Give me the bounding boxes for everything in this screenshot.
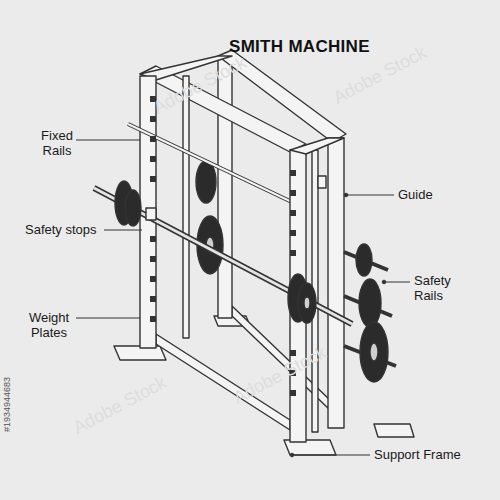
safety-notch (290, 190, 296, 196)
safety-notch (150, 296, 156, 302)
safety-notch (150, 316, 156, 322)
frame-post (328, 138, 344, 428)
plate-hub (304, 297, 310, 309)
leader-dot (344, 193, 348, 197)
watermark: Adobe Stock (330, 42, 430, 108)
weight-plate (359, 279, 381, 327)
leader-line (346, 195, 394, 196)
barbell (94, 188, 352, 324)
weight-plate (360, 322, 388, 382)
part-label: Weight Plates (22, 310, 76, 340)
part-label: Guide (398, 187, 433, 202)
safety-notch (290, 370, 296, 376)
leader-line (292, 455, 370, 456)
safety-notch (150, 236, 156, 242)
barbell (94, 188, 352, 324)
part-label: Support Frame (374, 447, 461, 462)
safety-notch (290, 390, 296, 396)
plate-hub (370, 343, 378, 361)
safety-notch (290, 170, 296, 176)
watermark: Adobe Stock (230, 342, 330, 408)
leader-line (384, 282, 410, 283)
guide-bracket (318, 176, 326, 188)
diagram-title: SMITH MACHINE (229, 37, 370, 57)
weight-plate (196, 161, 216, 203)
safety-notch (290, 350, 296, 356)
safety-notch (150, 176, 156, 182)
frame-foot (374, 424, 414, 437)
part-label: Fixed Rails (34, 128, 80, 158)
safety-notch (150, 276, 156, 282)
leader-line (76, 318, 140, 319)
frame-beam (140, 66, 306, 152)
weight-plate (298, 283, 316, 323)
safety-notch (150, 256, 156, 262)
leader-dot (382, 280, 386, 284)
safety-notch (290, 230, 296, 236)
safety-notch (150, 116, 156, 122)
leader-dot (290, 453, 294, 457)
hook-bar (128, 124, 296, 204)
part-label: Safety Rails (414, 273, 462, 303)
safety-notch (290, 210, 296, 216)
safety-notch (290, 250, 296, 256)
weight-plate (125, 190, 141, 226)
safety-notch (150, 136, 156, 142)
part-label: Safety stops (25, 222, 97, 237)
watermark: Adobe Stock (150, 52, 250, 118)
safety-notch (150, 96, 156, 102)
safety-notch (150, 156, 156, 162)
watermark: Adobe Stock (70, 372, 170, 438)
safety-stop-notches (150, 96, 296, 396)
leader-line (76, 140, 140, 141)
guide-rod (183, 76, 189, 338)
leader-line (104, 230, 142, 231)
frame-beam (218, 50, 346, 142)
weight-plate (356, 244, 372, 276)
stock-id: #1934944683 (2, 377, 13, 432)
frame-beam (290, 138, 344, 154)
bar-collar (146, 208, 156, 220)
hook-bar (128, 124, 296, 204)
frame-post (218, 56, 232, 318)
